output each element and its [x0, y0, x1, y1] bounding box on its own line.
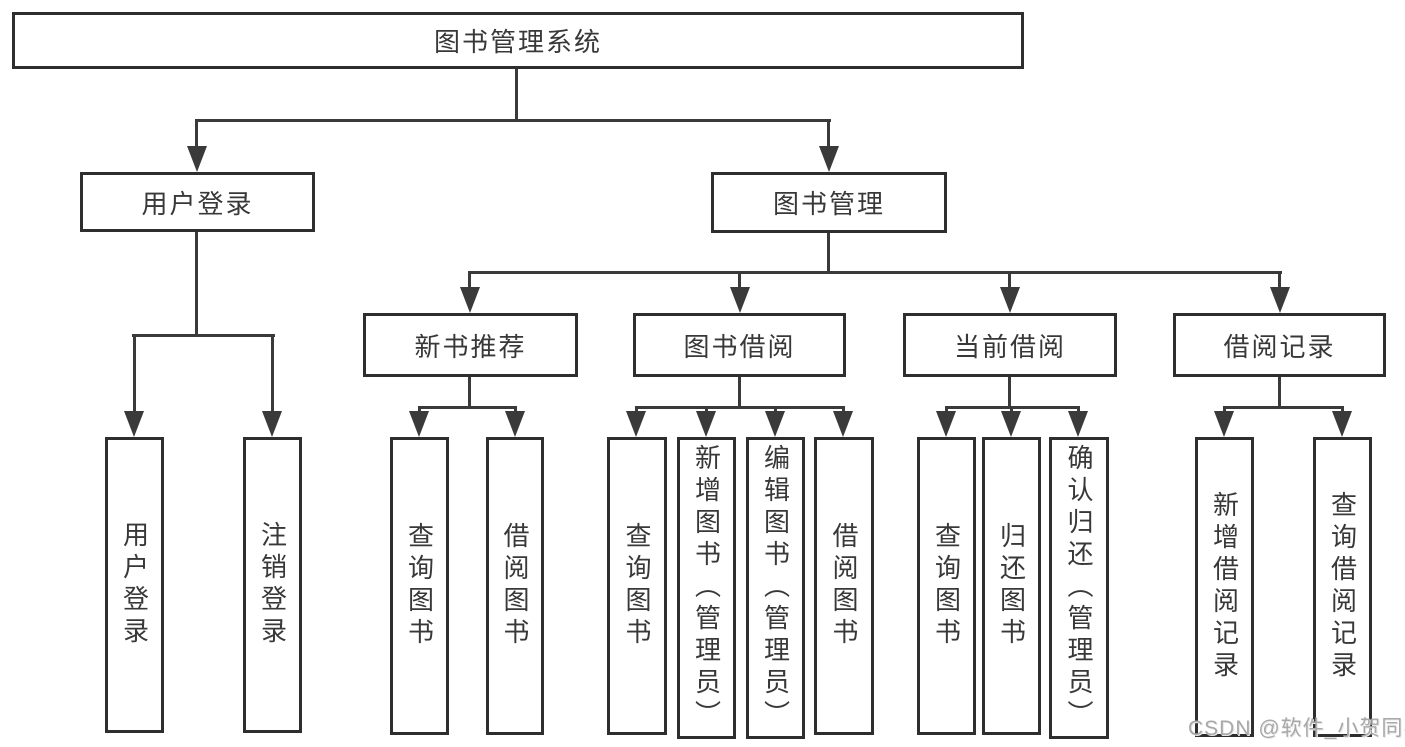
- leaf-return-books: 归还图书: [982, 437, 1041, 735]
- connector-line: [738, 271, 741, 289]
- connector-line: [1077, 406, 1080, 414]
- leaf-logout: 注销登录: [243, 437, 302, 733]
- node-borrowing-records: 借阅记录: [1173, 313, 1386, 377]
- leaf-borrow-books-borrowing: 借阅图书: [814, 437, 874, 735]
- node-label: 用户登录: [141, 188, 254, 219]
- connector-line: [1008, 377, 1011, 409]
- leaf-add-book-admin: 新增图书（管理员）: [677, 437, 736, 739]
- arrow-down-icon: [936, 411, 956, 437]
- node-user-login: 用户登录: [80, 172, 315, 232]
- leaf-label: 查询图书: [404, 522, 435, 650]
- node-label: 新书推荐: [414, 331, 527, 362]
- arrow-down-icon: [460, 287, 480, 313]
- arrow-down-icon: [1332, 411, 1352, 437]
- connector-line: [635, 406, 845, 409]
- node-library-management-system: 图书管理系统: [12, 12, 1024, 69]
- arrow-down-icon: [1270, 287, 1290, 313]
- leaf-label: 查询图书: [931, 522, 962, 650]
- arrow-down-icon: [765, 411, 785, 437]
- leaf-label: 查询借阅记录: [1327, 491, 1358, 683]
- leaf-edit-book-admin: 编辑图书（管理员）: [746, 437, 805, 739]
- arrow-down-icon: [1001, 411, 1021, 437]
- leaf-query-books-recommend: 查询图书: [390, 437, 449, 735]
- node-new-book-recommendation: 新书推荐: [363, 313, 578, 377]
- connector-line: [827, 233, 830, 273]
- leaf-user-login: 用户登录: [105, 437, 164, 733]
- node-label: 图书借阅: [683, 331, 796, 362]
- connector-line: [738, 377, 741, 409]
- connector-line: [827, 119, 830, 150]
- watermark-text: CSDN @软件_小贺同学: [1188, 717, 1405, 740]
- arrow-down-icon: [730, 287, 750, 313]
- node-label: 当前借阅: [953, 331, 1066, 362]
- connector-line: [514, 406, 517, 414]
- connector-line: [842, 406, 845, 414]
- node-label: 图书管理: [772, 189, 885, 219]
- leaf-query-books-current: 查询图书: [917, 437, 976, 735]
- arrow-down-icon: [1000, 287, 1020, 313]
- connector-line: [468, 271, 471, 289]
- leaf-label: 借阅图书: [500, 522, 530, 650]
- leaf-query-borrow-record: 查询借阅记录: [1313, 437, 1372, 737]
- connector-line: [945, 406, 948, 414]
- arrow-down-icon: [505, 411, 525, 437]
- connector-line: [418, 406, 517, 409]
- arrow-down-icon: [124, 411, 144, 437]
- arrow-down-icon: [409, 411, 429, 437]
- node-book-management: 图书管理: [711, 172, 947, 233]
- connector-line: [1278, 377, 1281, 409]
- arrow-down-icon: [1068, 411, 1088, 437]
- leaf-label: 注销登录: [257, 521, 288, 649]
- connector-line: [195, 232, 198, 336]
- leaf-query-books-borrowing: 查询图书: [607, 437, 667, 735]
- connector-line: [1278, 271, 1281, 289]
- connector-line: [1223, 406, 1226, 414]
- leaf-label: 编辑图书（管理员）: [760, 444, 791, 732]
- node-current-borrowing: 当前借阅: [903, 313, 1117, 377]
- arrow-down-icon: [187, 146, 207, 172]
- leaf-label: 新增借阅记录: [1209, 491, 1240, 683]
- connector-line: [133, 334, 136, 413]
- arrow-down-icon: [262, 411, 282, 437]
- arrow-down-icon: [1214, 411, 1234, 437]
- arrow-down-icon: [819, 146, 839, 172]
- connector-line: [1008, 271, 1011, 289]
- leaf-label: 新增图书（管理员）: [691, 444, 722, 732]
- node-book-borrowing: 图书借阅: [633, 313, 846, 377]
- leaf-add-borrow-record: 新增借阅记录: [1195, 437, 1254, 737]
- arrow-down-icon: [696, 411, 716, 437]
- connector-line: [468, 377, 471, 409]
- connector-line: [418, 406, 421, 414]
- connector-line: [515, 69, 518, 121]
- connector-line: [1010, 406, 1013, 414]
- leaf-label: 归还图书: [996, 522, 1027, 650]
- connector-line: [705, 406, 708, 414]
- leaf-label: 查询图书: [622, 522, 652, 650]
- leaf-borrow-books-recommend: 借阅图书: [486, 437, 544, 735]
- connector-line: [1223, 406, 1344, 409]
- connector-line: [195, 119, 198, 150]
- node-label: 借阅记录: [1223, 331, 1336, 362]
- node-label: 图书管理系统: [433, 27, 602, 57]
- connector-line: [132, 334, 275, 337]
- connector-line: [196, 119, 831, 122]
- connector-line: [1341, 406, 1344, 414]
- connector-line: [635, 406, 638, 414]
- connector-line: [774, 406, 777, 414]
- arrow-down-icon: [833, 411, 853, 437]
- leaf-label: 借阅图书: [829, 522, 859, 650]
- leaf-confirm-return-admin: 确认归还（管理员）: [1049, 437, 1109, 739]
- connector-line: [468, 271, 1282, 274]
- leaf-label: 用户登录: [119, 521, 150, 649]
- connector-line: [271, 334, 274, 413]
- leaf-label: 确认归还（管理员）: [1064, 444, 1094, 732]
- arrow-down-icon: [626, 411, 646, 437]
